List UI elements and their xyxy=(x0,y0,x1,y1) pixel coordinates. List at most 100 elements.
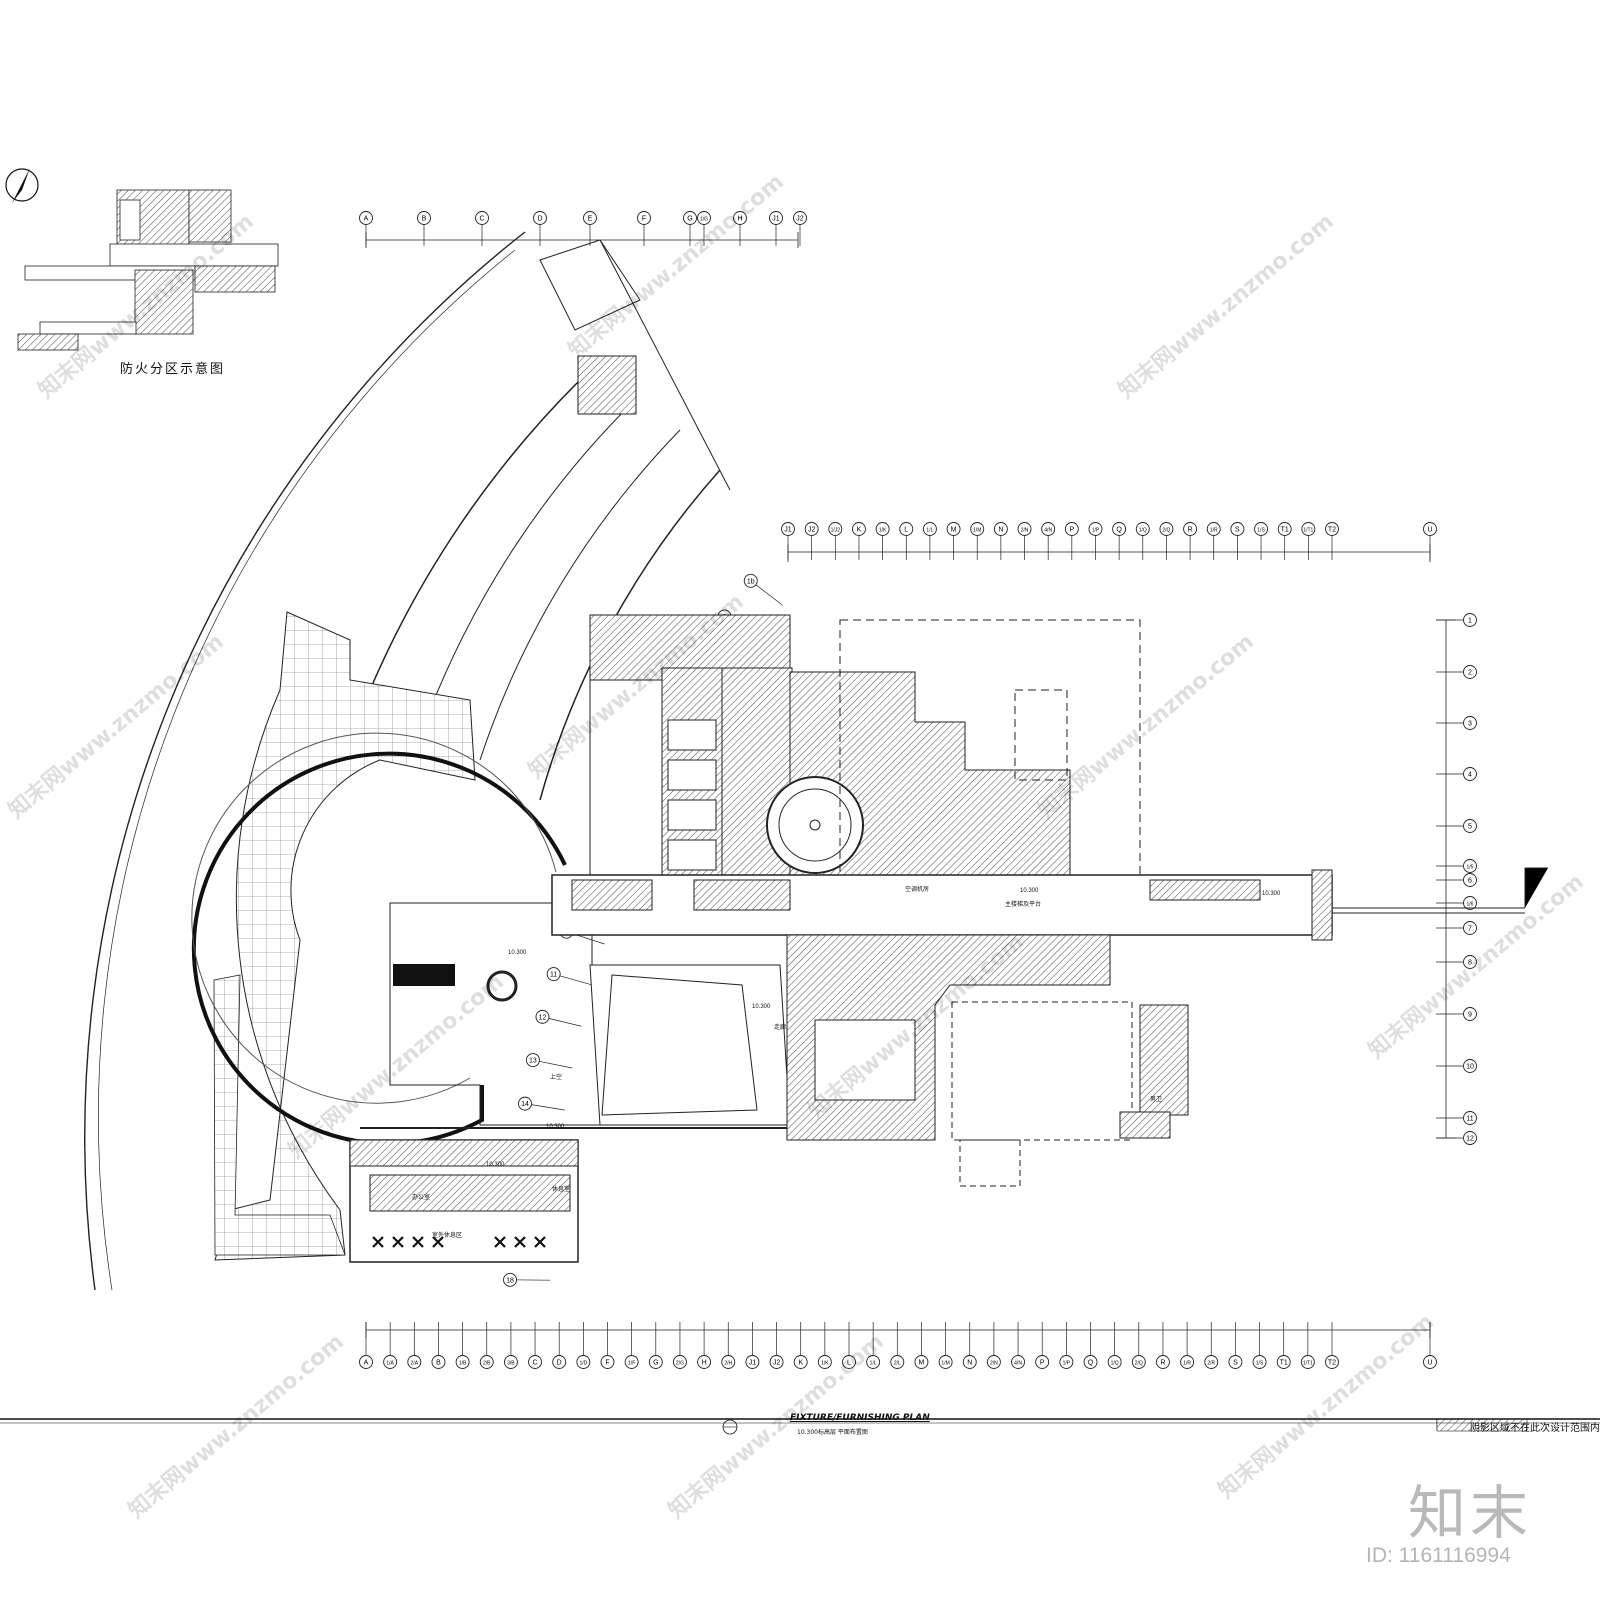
grid-bubble: C xyxy=(475,211,489,246)
room-label: 办公室 xyxy=(412,1195,431,1201)
grid-bubble-label: G xyxy=(687,216,692,223)
grid-bubble: Q xyxy=(1112,522,1127,560)
grid-bubble-label: 1/D xyxy=(579,1361,587,1367)
curved-wing xyxy=(369,239,731,801)
grid-bubble-label: 1/T1 xyxy=(1303,528,1313,534)
grid-bubble-label: 12 xyxy=(1466,1136,1474,1143)
grid-bubble: 1/S xyxy=(1254,522,1268,560)
grid-bubble-label: C xyxy=(533,1360,538,1367)
rotunda xyxy=(191,732,567,1146)
grid-bubble-label: 1/K xyxy=(821,1361,829,1367)
north-arrow-icon xyxy=(5,168,39,203)
seat-marker-icon xyxy=(372,1236,384,1248)
grid-bubble-label: 4/N xyxy=(1014,1361,1022,1367)
grid-bubble-label: R xyxy=(1160,1360,1165,1367)
bottom-dimension-line xyxy=(365,1322,1431,1338)
grid-bubble: 1/5 xyxy=(1436,859,1477,873)
seat-marker-icon xyxy=(494,1236,506,1248)
grid-bubble: J2 xyxy=(769,1322,784,1369)
grid-bubble-label: 2/Q xyxy=(1135,1361,1143,1367)
spot-level: 10.300 xyxy=(1262,891,1281,897)
grid-bubble-label: T2 xyxy=(1328,1360,1336,1367)
grid-bubble: 3/B xyxy=(503,1322,518,1369)
grid-bubble: N xyxy=(993,522,1008,560)
grid-bubble: B xyxy=(417,211,431,246)
grid-bubble: 1/L xyxy=(866,1322,881,1369)
right-dimension-line xyxy=(1436,619,1456,1139)
grid-bubble-label: U xyxy=(1427,1360,1432,1367)
grid-bubble-label: 1/M xyxy=(973,528,981,534)
grid-bubble: J1 xyxy=(781,522,795,560)
grid-bubble-label: 2/R xyxy=(1207,1361,1215,1367)
grid-bubble-label: 2/A xyxy=(411,1361,419,1367)
grid-bubble-label: 2/H xyxy=(724,1361,732,1367)
grid-bubble: 11 xyxy=(546,967,593,986)
grid-bubble-label: 2/B xyxy=(483,1361,491,1367)
grid-bubble: N xyxy=(962,1322,977,1369)
grid-bubble: 1/D xyxy=(576,1322,591,1369)
grid-bubble-label: T1 xyxy=(1280,1360,1288,1367)
grid-bubble: S xyxy=(1230,522,1245,560)
grid-bubble: 1/6 xyxy=(1436,896,1477,910)
grid-bubble-label: 1/G xyxy=(700,217,708,223)
seat-marker-icon xyxy=(514,1236,526,1248)
room-label: 空调机房 xyxy=(905,887,930,893)
grid-bubble-label: K xyxy=(798,1360,803,1367)
grid-bubble-label: 1/6 xyxy=(1467,902,1474,908)
grid-bubble: 18 xyxy=(503,1272,551,1287)
room-label: 上空 xyxy=(550,1075,563,1081)
grid-bubble-label: 10 xyxy=(1466,1064,1474,1071)
grid-bubble-label: 9 xyxy=(1468,1012,1472,1019)
grid-bubble: 5 xyxy=(1436,819,1477,833)
office-block xyxy=(349,1139,579,1263)
grid-bubble-label: 1/M xyxy=(941,1361,949,1367)
grid-bubble-label: Q xyxy=(1116,527,1122,534)
glass-canopy-lower xyxy=(213,974,346,1256)
grid-bubble: S xyxy=(1228,1322,1243,1369)
grid-bubble-label: J2 xyxy=(773,1360,781,1367)
grid-bubble: 6 xyxy=(1436,873,1477,887)
grid-bubble: 8 xyxy=(1436,955,1477,969)
service-block xyxy=(786,934,1189,1187)
grid-bubble: F xyxy=(600,1322,615,1369)
spot-level: 10.300 xyxy=(508,950,527,956)
grid-bubble: D xyxy=(533,211,547,246)
grid-bubble: H xyxy=(733,211,747,246)
grid-bubble: 2/H xyxy=(721,1322,736,1369)
grid-bubble-label: 1/R xyxy=(1183,1361,1191,1367)
grid-bubble: K xyxy=(793,1322,808,1369)
grid-bubble: K xyxy=(852,522,866,560)
grid-bubble-label: L xyxy=(904,527,908,534)
grid-bubble: J2 xyxy=(793,211,807,246)
grid-bubble: 1/B xyxy=(455,1322,470,1369)
room-label: 休息室 xyxy=(552,1187,571,1193)
grid-bubble-label: 18 xyxy=(506,1277,514,1284)
grid-bubble-label: T1 xyxy=(1281,527,1289,534)
grid-bubble: M xyxy=(914,1322,929,1369)
grid-bubble-label: 1/S xyxy=(1256,1361,1264,1367)
grid-bubble: 1/Q xyxy=(1107,1322,1122,1369)
grid-bubble: 2/R xyxy=(1204,1322,1219,1369)
grid-bubble-label: C xyxy=(479,216,484,223)
grid-bubble-label: 8 xyxy=(1468,960,1472,967)
grid-bubble-label: 11 xyxy=(1466,1116,1473,1123)
grid-bubble-label: 2 xyxy=(1468,670,1472,677)
grid-bubble: 9 xyxy=(1436,1007,1477,1021)
grid-bubble: 12 xyxy=(1436,1131,1477,1145)
grid-bubble-label: E xyxy=(588,216,593,223)
grid-bubble: P xyxy=(1035,1322,1050,1369)
seat-marker-icon xyxy=(534,1236,546,1248)
grid-bubble: T2 xyxy=(1325,1322,1339,1369)
grid-bubble-label: H xyxy=(737,216,742,223)
grid-bubble-label: J2 xyxy=(796,216,804,223)
grid-bubble-label: 1/Q xyxy=(1111,1361,1119,1367)
grid-bubble-label: 1/P xyxy=(1063,1361,1071,1367)
grid-bubble: U xyxy=(1423,1322,1437,1369)
grid-bubble: R xyxy=(1183,522,1198,560)
grid-bubble-label: 1/Q xyxy=(1139,528,1147,534)
grid-bubble: F xyxy=(637,211,651,246)
grid-bubble: 1/R xyxy=(1206,522,1221,560)
grid-bubble-label: 1/L xyxy=(926,528,933,534)
grid-bubble: 1 xyxy=(1436,613,1477,627)
grid-bubble-label: J2 xyxy=(808,527,816,534)
